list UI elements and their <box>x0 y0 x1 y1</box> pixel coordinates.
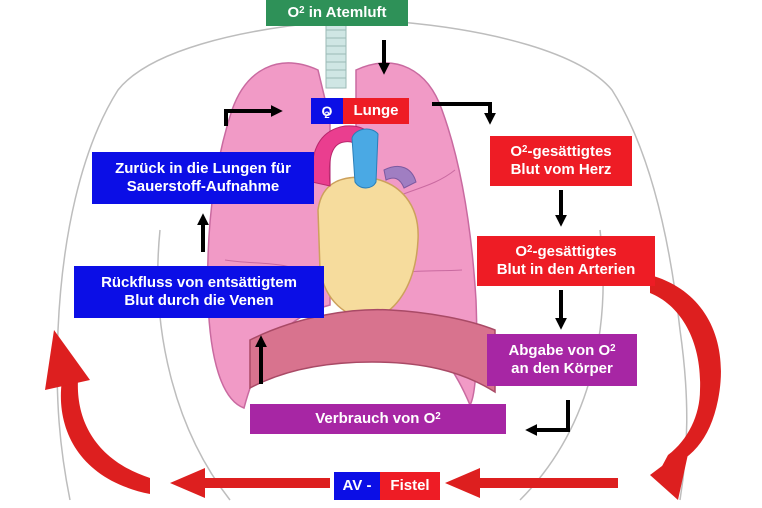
verbrauch-text: Verbrauch von O2 <box>315 410 440 428</box>
trachea-icon <box>326 22 346 88</box>
label-zurueck-lungen: Zurück in die Lungen für Sauerstoff-Aufn… <box>92 152 314 204</box>
abgabe-line-2: an den Körper <box>511 360 613 378</box>
abgabe-line-1: Abgabe von O2 <box>508 342 615 360</box>
lunge-part: Lunge <box>343 98 409 124</box>
label-gesaettigt-arterien: O2-gesättigtes Blut in den Arterien <box>477 236 655 286</box>
label-av-fistel: AV - Fistel <box>334 472 440 500</box>
label-gesaettigt-herz: O2-gesättigtes Blut vom Herz <box>490 136 632 186</box>
atemluft-text: O2 in Atemluft <box>287 4 386 22</box>
herz-line-2: Blut vom Herz <box>511 161 612 179</box>
arterien-line-2: Blut in den Arterien <box>497 261 636 279</box>
label-verbrauch: Verbrauch von O2 <box>250 404 506 434</box>
label-rueckfluss: Rückfluss von entsättigtem Blut durch di… <box>74 266 324 318</box>
fistel-part: Fistel <box>380 472 440 500</box>
av-part: AV - <box>334 472 380 500</box>
exchange-arrow-bottom <box>530 400 568 430</box>
rueckfluss-line-1: Rückfluss von entsättigtem <box>101 274 297 292</box>
arterien-line-1: O2-gesättigtes <box>515 243 616 261</box>
rueckfluss-line-2: Blut durch die Venen <box>124 292 273 310</box>
label-o2-atemluft: O2 in Atemluft <box>266 0 408 26</box>
zurueck-line-2: Sauerstoff-Aufnahme <box>127 178 280 196</box>
label-abgabe: Abgabe von O2 an den Körper <box>487 334 637 386</box>
herz-line-1: O2-gesättigtes <box>510 143 611 161</box>
zurueck-line-1: Zurück in die Lungen für <box>115 160 291 178</box>
